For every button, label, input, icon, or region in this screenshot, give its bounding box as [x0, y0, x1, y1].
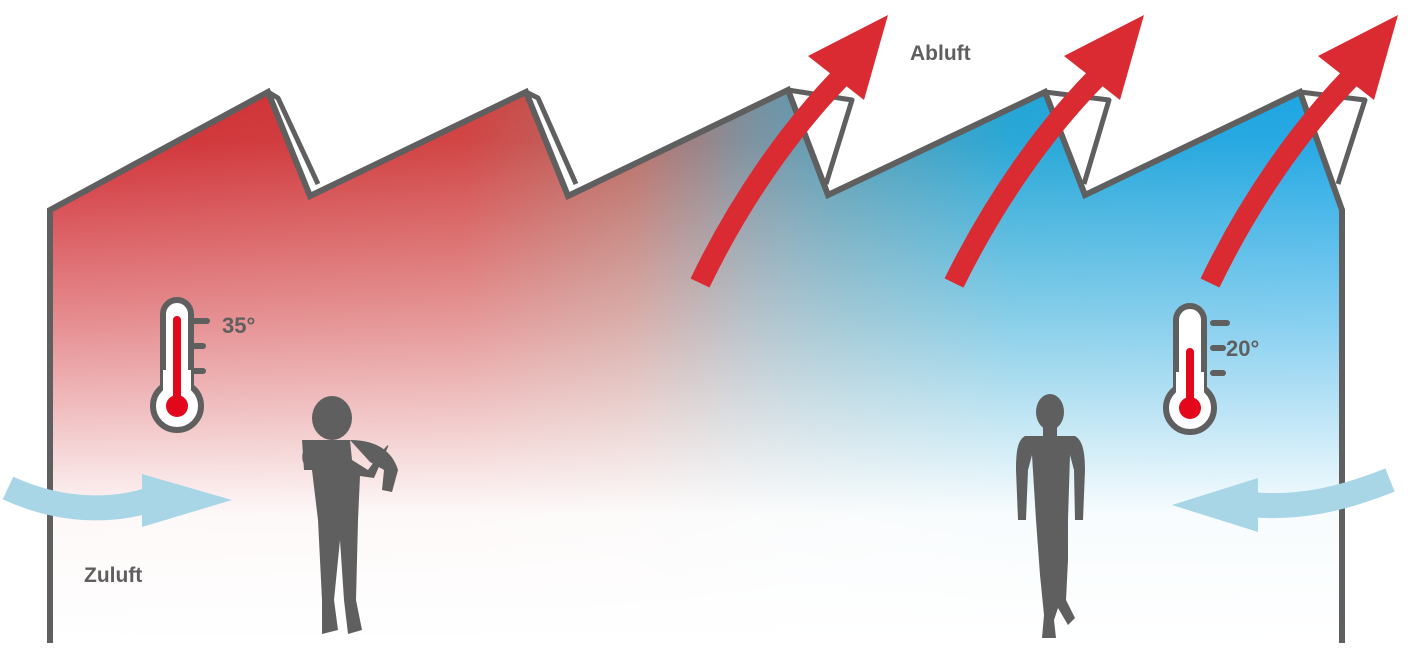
temperature-cool-label: 20° [1226, 338, 1259, 360]
temperature-hot-label: 35° [222, 315, 255, 337]
exhaust-label: Abluft [910, 43, 971, 64]
supply-label: Zuluft [84, 565, 142, 586]
thermometer-hot-fill [173, 316, 181, 404]
